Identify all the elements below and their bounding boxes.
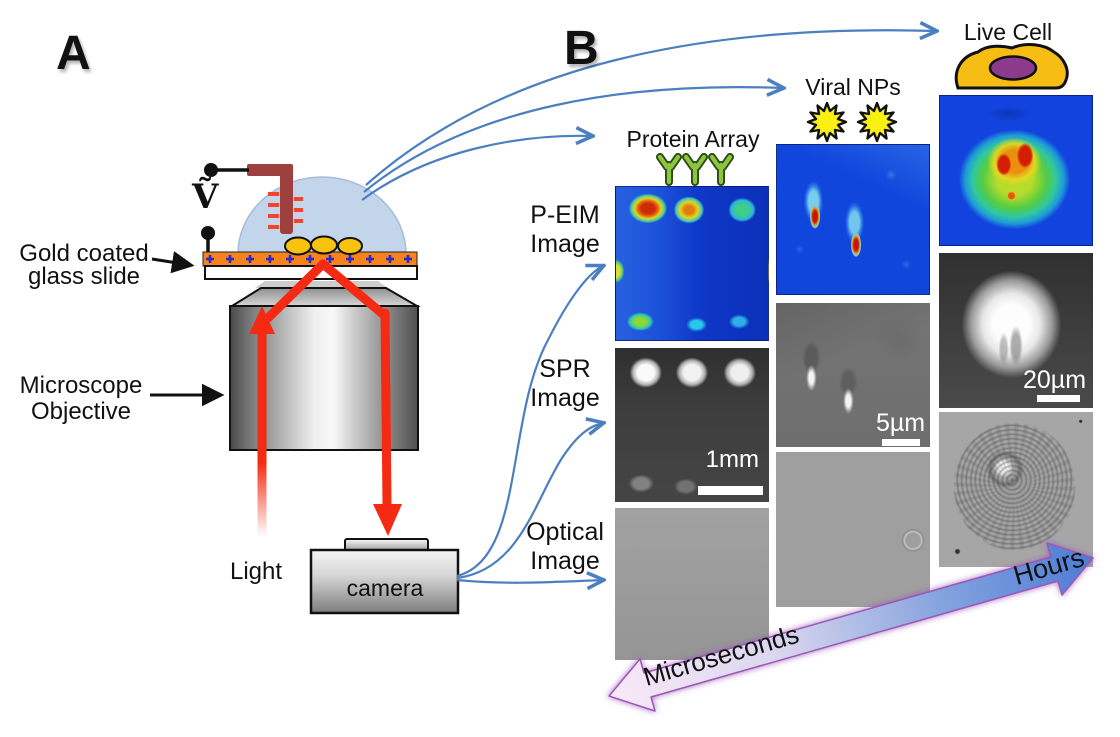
microscope-objective xyxy=(228,281,421,451)
objective-label: Microscope Objective xyxy=(6,373,156,425)
scale-bar-label: 20µm xyxy=(1023,366,1087,394)
column-title-viral-nps: Viral NPs xyxy=(805,74,901,100)
column-title-live-cell: Live Cell xyxy=(963,19,1053,45)
row-label-spr: SPR Image xyxy=(510,355,620,413)
objective-lens-tip xyxy=(255,281,388,288)
ac-voltage-symbol: Ṽ xyxy=(192,177,219,217)
viral-nps-spr-image: 5µm xyxy=(776,303,930,447)
live-cell-spr-image: 20µm xyxy=(939,253,1093,408)
light-beam xyxy=(249,259,402,542)
electrode xyxy=(247,164,303,234)
live-cell-optical-image xyxy=(939,412,1093,567)
arrow-to-optical-row xyxy=(456,580,603,583)
gold-slide-label-line2: glass slide xyxy=(27,263,141,290)
positive-charge-icons xyxy=(206,255,412,263)
gold-slide-label-line1: Gold coated xyxy=(19,240,149,267)
scale-bar xyxy=(882,439,920,446)
camera-label: camera xyxy=(346,575,424,601)
viral-nps-peim-image xyxy=(776,144,930,295)
protein-array-spr-image: 1mm xyxy=(615,348,769,502)
row-label-peim-line2: Image xyxy=(530,230,600,258)
light-label: Light xyxy=(230,558,283,585)
cell-nucleus xyxy=(988,55,1038,81)
row-label-optical: Optical Image xyxy=(510,518,620,576)
objective-label-line1: Microscope xyxy=(19,372,143,399)
scale-bar-label: 1mm xyxy=(705,446,759,473)
scale-bar-label: 5µm xyxy=(876,409,926,437)
arrow-to-protein-array xyxy=(361,136,592,201)
row-label-spr-line1: SPR xyxy=(539,355,591,383)
objective-label-line2: Objective xyxy=(30,398,132,425)
viral-nps-optical-image xyxy=(776,452,930,607)
cell-icon xyxy=(954,43,1069,90)
row-label-spr-line2: Image xyxy=(530,384,600,412)
electrode-field-dashes xyxy=(268,192,303,229)
antibody-icons xyxy=(656,153,734,186)
cell-texture-overlay xyxy=(954,422,1075,550)
scale-bar xyxy=(1037,395,1080,402)
gold-coated-slide xyxy=(202,251,418,280)
protein-array-peim-image xyxy=(615,186,769,341)
scale-bar xyxy=(698,486,763,495)
starburst-icons xyxy=(806,101,898,143)
panel-b-label: B xyxy=(564,22,599,75)
analyte-particles xyxy=(284,235,363,256)
liquid-droplet xyxy=(237,176,407,255)
column-title-protein-array: Protein Array xyxy=(626,126,760,152)
row-label-optical-line2: Image xyxy=(530,547,600,575)
gold-slide-label: Gold coated glass slide xyxy=(8,240,160,290)
row-label-peim-line1: P-EIM xyxy=(530,201,600,229)
row-label-peim: P-EIM Image xyxy=(510,201,620,259)
row-label-optical-line1: Optical xyxy=(526,518,604,546)
glass-slide xyxy=(204,265,418,280)
panel-a-label: A xyxy=(56,27,91,80)
live-cell-peim-image xyxy=(939,95,1093,246)
